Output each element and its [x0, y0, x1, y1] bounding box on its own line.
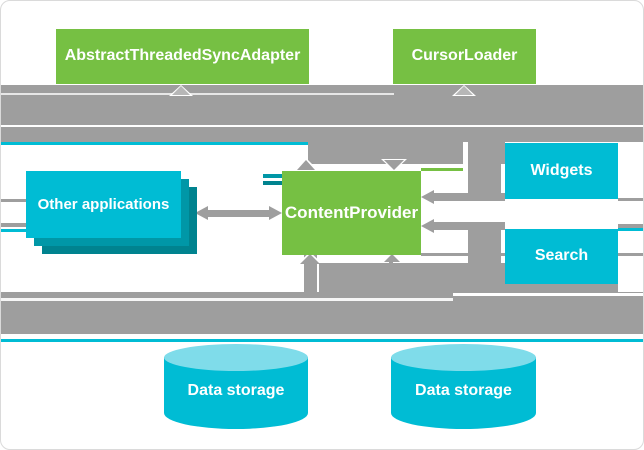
cyan-hairline-bottom	[1, 339, 643, 342]
connector-provider-storage-thin	[389, 255, 393, 269]
hairline-left-upper	[1, 199, 26, 202]
teal-fragment-lower	[263, 181, 282, 185]
band-top-upper	[1, 85, 643, 125]
arrowhead-left-provider-from-search-icon	[421, 219, 434, 233]
connector-widgets-provider	[432, 193, 505, 201]
node-other-applications: Other applications	[26, 171, 181, 238]
arrowhead-left-provider-from-widgets-icon	[421, 190, 434, 204]
node-search-label: Search	[534, 247, 589, 265]
node-widgets-label: Widgets	[530, 161, 593, 179]
arrowhead-right-provider-icon	[269, 206, 282, 220]
band-bottom-hairline-right	[453, 293, 643, 296]
node-other-applications-label: Other applications	[37, 195, 170, 213]
node-search: Search	[505, 229, 618, 284]
connector-widgets-vertical	[468, 164, 501, 193]
node-content-provider: ContentProvider	[282, 171, 421, 255]
band-top-lower	[1, 127, 643, 142]
band-vertical-right-stub	[468, 142, 505, 164]
cylinder-top-icon	[164, 344, 308, 371]
hairline-provider-bottom-left	[421, 253, 505, 256]
cylinder-top-icon	[391, 344, 536, 371]
arrowhead-down-contentprovider-icon	[384, 160, 404, 170]
band-top-hairline	[1, 93, 394, 95]
node-data-storage-left-label: Data storage	[187, 381, 285, 399]
node-content-provider-label: ContentProvider	[284, 203, 419, 223]
node-sync-adapter: AbstractThreadedSyncAdapter	[56, 29, 309, 84]
hairline-provider-bottom-right	[618, 253, 643, 256]
node-widgets: Widgets	[505, 143, 618, 199]
node-cursor-loader: CursorLoader	[393, 29, 536, 84]
hairline-right-lower	[618, 224, 643, 228]
hairline-right-upper	[618, 198, 643, 201]
node-data-storage-right-label: Data storage	[415, 381, 512, 399]
node-cursor-loader-label: CursorLoader	[411, 47, 518, 65]
green-hairline	[421, 168, 463, 171]
arrowhead-left-otherapps-icon	[195, 206, 208, 220]
node-data-storage-left: Data storage	[164, 344, 308, 429]
cyan-hairline-right	[618, 228, 643, 231]
band-top-separator	[1, 125, 643, 127]
arrowhead-up-syncadapter-icon	[172, 86, 190, 95]
arrowhead-up-provider-bottom-icon	[300, 254, 320, 264]
node-sync-adapter-label: AbstractThreadedSyncAdapter	[64, 47, 301, 65]
cyan-hairline-top	[1, 142, 308, 145]
arrowhead-up-provider-bottom2-icon	[384, 254, 400, 262]
connector-provider-storage-wide	[304, 255, 317, 292]
arrowhead-up-cursorloader-icon	[455, 86, 473, 95]
hairline-left-lower	[1, 223, 26, 227]
connector-search-provider	[432, 222, 505, 230]
node-data-storage-right: Data storage	[391, 344, 536, 429]
cyan-hairline-left	[1, 229, 26, 232]
band-bottom-hairline-left	[1, 298, 453, 301]
band-vertical-center	[308, 142, 463, 164]
teal-fragment-upper	[263, 174, 282, 178]
connector-otherapps-provider	[206, 210, 272, 217]
arrowhead-up-contentprovider-icon	[297, 160, 315, 170]
